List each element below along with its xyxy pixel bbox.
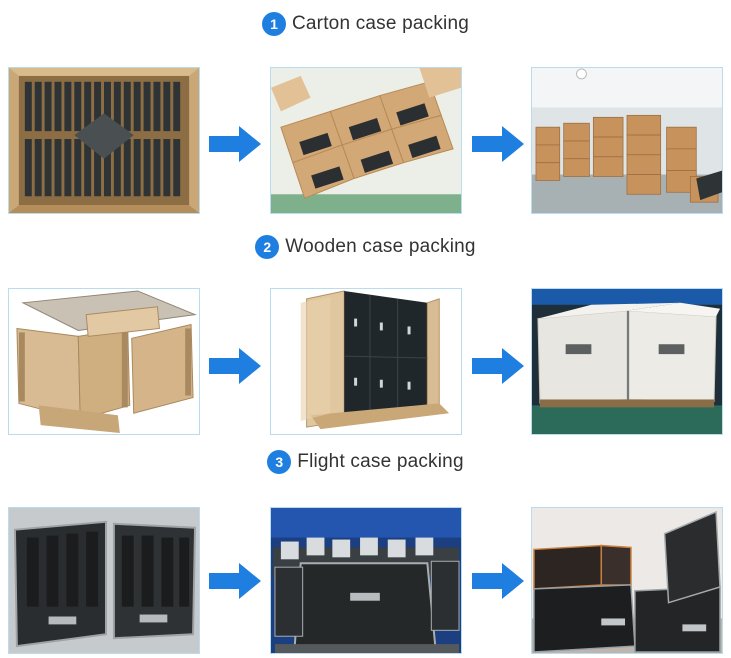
photo-flight-cases-loaded [270,507,462,654]
photo-wooden-case-with-panels [270,288,462,435]
section-title-text: Flight case packing [297,451,464,472]
number-circle-icon: 2 [255,235,280,259]
arrow-right-icon [209,346,261,386]
arrow-right-icon [472,346,524,386]
photo-wooden-case-exploded [8,288,200,435]
photo-flight-cases-stacked [531,507,723,654]
section-title-text: Wooden case packing [285,236,476,257]
number-circle-icon: 1 [261,12,286,36]
arrow-right-icon [472,124,524,164]
photo-wooden-crates-warehouse [531,288,723,435]
photo-carton-panels-in-box [8,67,200,214]
section-title-carton: 1 Carton case packing [0,10,731,38]
photo-flight-cases-open [8,507,200,654]
photo-carton-open-boxes [270,67,462,214]
number-circle-icon: 3 [267,450,292,474]
arrow-right-icon [472,561,524,601]
section-title-flight: 3 Flight case packing [0,448,731,476]
section-title-wooden: 2 Wooden case packing [0,233,731,261]
photo-carton-stacked-warehouse [531,67,723,214]
section-title-text: Carton case packing [291,13,469,34]
arrow-right-icon [209,124,261,164]
arrow-right-icon [209,561,261,601]
